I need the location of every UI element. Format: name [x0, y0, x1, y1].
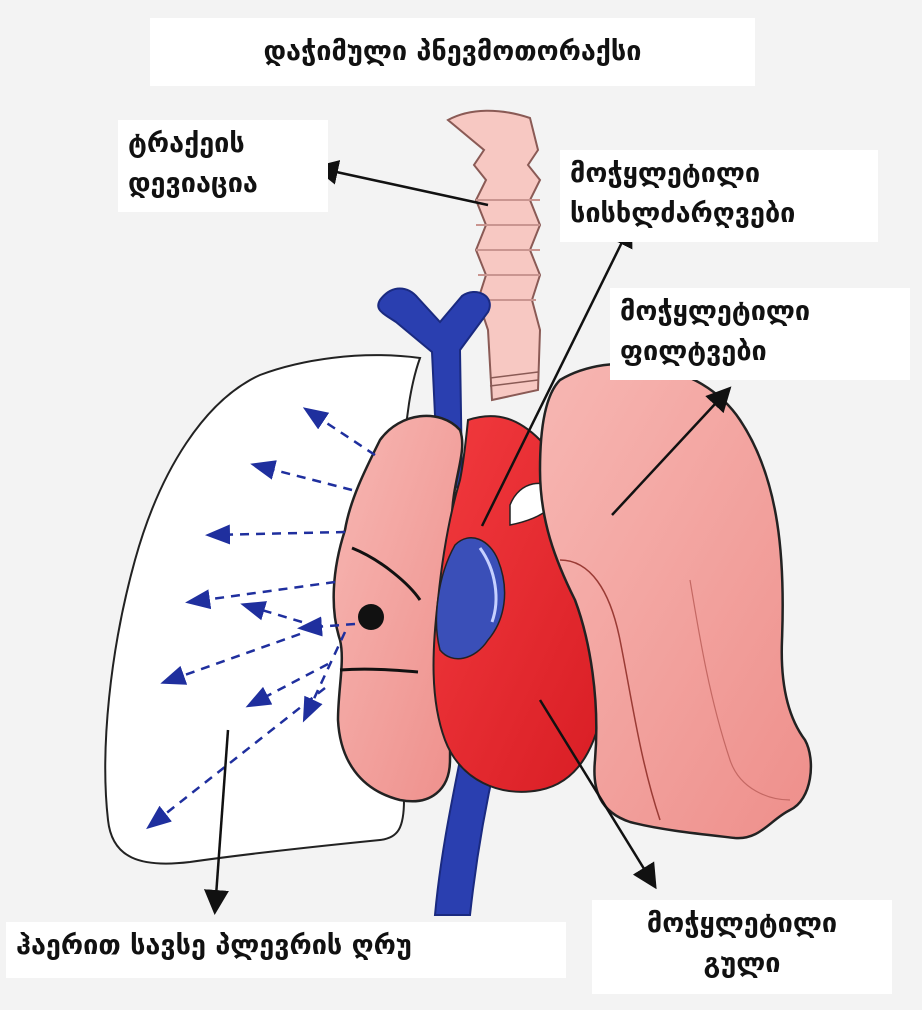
compressed-lungs-label: მოჭყლეტილი ფილტვები [610, 288, 910, 380]
trachea [448, 111, 540, 400]
compressed-heart-label: მოჭყლეტილი გული [592, 900, 892, 994]
pleural-label-text: ჰაერით სავსე პლევრის ღრუ [16, 926, 556, 966]
air-filled-pleural-label: ჰაერით სავსე პლევრის ღრუ [6, 922, 566, 978]
trachea-deviation-label: ტრაქეის დევიაცია [118, 120, 328, 212]
compressed-vessels-label: მოჭყლეტილი სისხლძარღვები [560, 150, 878, 242]
lungs-label-line2: ფილტვები [620, 332, 900, 372]
heart-label-line2: გული [602, 944, 882, 984]
lungs-label-line1: მოჭყლეტილი [620, 292, 900, 332]
trachea-pointer [318, 168, 488, 205]
heart-label-line1: მოჭყლეტილი [602, 904, 882, 944]
diagram-title: დაჭიმული პნევმოთორაქსი [150, 18, 755, 86]
title-text: დაჭიმული პნევმოთორაქსი [160, 22, 745, 82]
lung-injury-point [358, 604, 384, 630]
trachea-label-line1: ტრაქეის [128, 124, 318, 164]
vessels-label-line1: მოჭყლეტილი [570, 154, 868, 194]
vessels-label-line2: სისხლძარღვები [570, 194, 868, 234]
trachea-label-line2: დევიაცია [128, 164, 318, 204]
